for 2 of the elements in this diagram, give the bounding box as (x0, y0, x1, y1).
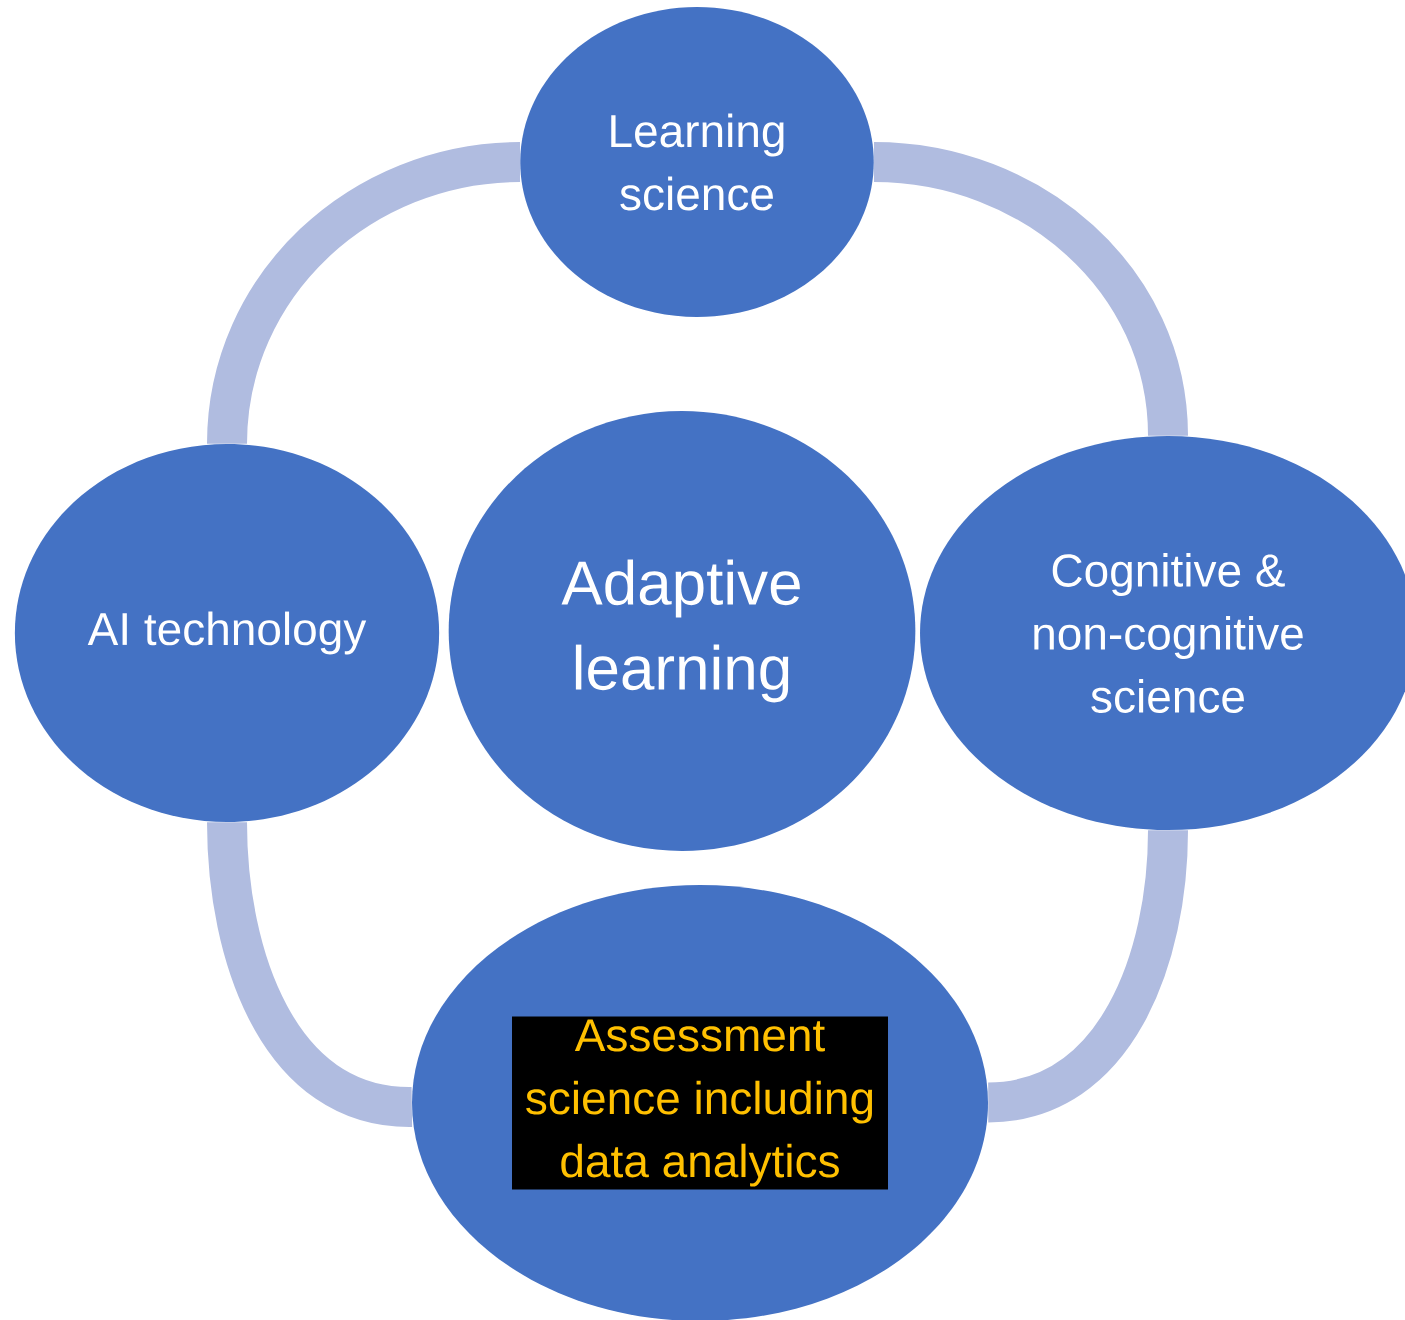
ring-arc (207, 142, 522, 446)
ring-arc (872, 142, 1188, 438)
